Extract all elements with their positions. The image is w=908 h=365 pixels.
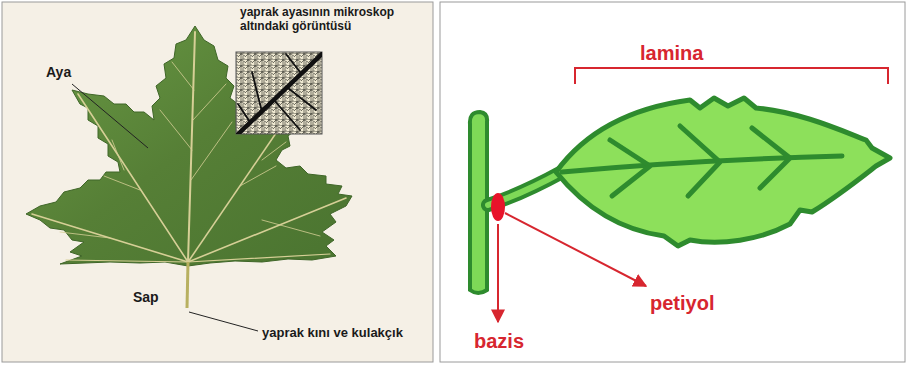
- microscope-inset: [236, 52, 322, 136]
- part-label: lamina: [640, 42, 703, 65]
- base-arrow: [497, 224, 499, 322]
- leaf-stalk: [187, 262, 188, 308]
- base-mark: [491, 193, 505, 221]
- leaf-blade: [26, 26, 352, 266]
- part-label: yaprak kını ve kulakçık: [262, 326, 403, 341]
- part-label: bazis: [474, 330, 524, 353]
- inset-veins: [236, 54, 322, 134]
- part-label: petiyol: [650, 292, 714, 315]
- right-panel: [440, 2, 905, 362]
- leader-line: [72, 84, 148, 148]
- part-label: Aya: [46, 64, 71, 80]
- part-label: Sap: [133, 289, 159, 305]
- leaf-veins: [32, 32, 346, 262]
- inset-caption: yaprak ayasının mikroskop altındaki görü…: [240, 6, 428, 34]
- lamina-veins: [562, 126, 842, 196]
- leader-line: [189, 312, 258, 331]
- left-panel: [2, 2, 433, 362]
- plane-leaf: [26, 26, 352, 308]
- lamina-bracket: [575, 68, 888, 84]
- petiole-arrow: [505, 213, 646, 286]
- lamina-shape: [556, 98, 890, 246]
- cartoon-leaf: [470, 98, 890, 293]
